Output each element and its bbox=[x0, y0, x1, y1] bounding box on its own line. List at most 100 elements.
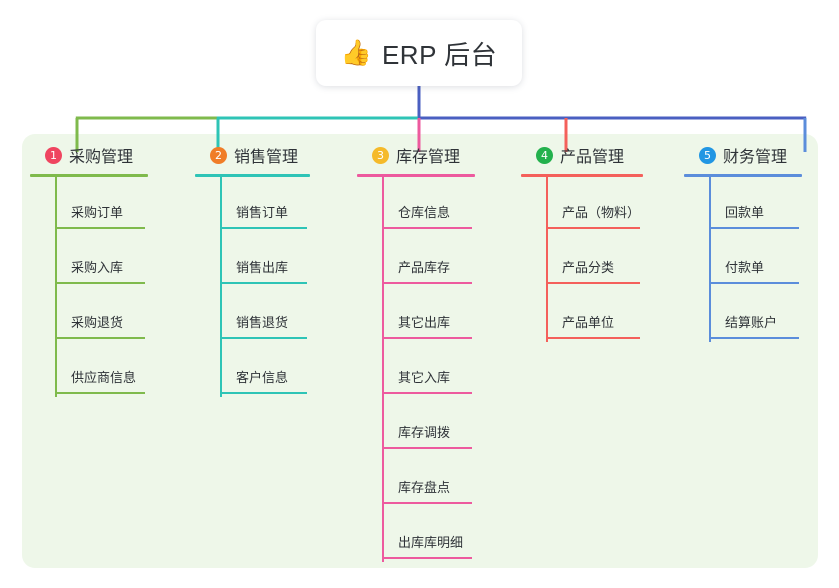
branch-item-label: 客户信息 bbox=[236, 370, 289, 385]
branch-item[interactable]: 销售订单 bbox=[220, 177, 315, 232]
branch-item[interactable]: 产品分类 bbox=[546, 232, 646, 287]
branch-item-rule bbox=[546, 282, 640, 284]
branch-item-label: 采购退货 bbox=[71, 315, 124, 330]
branch-item-label: 回款单 bbox=[725, 205, 765, 220]
branch-item-label: 出库库明细 bbox=[398, 535, 464, 550]
branch-column-3: 3 库存管理仓库信息产品库存其它出库其它入库库存调拨库存盘点出库库明细 bbox=[357, 142, 477, 562]
branch-title: 销售管理 bbox=[234, 149, 299, 166]
branch-column-2: 2 销售管理销售订单销售出库销售退货客户信息 bbox=[195, 142, 315, 397]
branch-item-label: 产品（物料） bbox=[562, 205, 641, 220]
branch-spine bbox=[546, 177, 548, 342]
branch-item-rule bbox=[382, 447, 472, 449]
branch-item-label: 库存盘点 bbox=[398, 480, 451, 495]
branch-item[interactable]: 采购入库 bbox=[55, 232, 150, 287]
branch-item-rule bbox=[55, 227, 145, 229]
branch-title: 产品管理 bbox=[560, 149, 625, 166]
branch-item[interactable]: 其它入库 bbox=[382, 342, 477, 397]
branch-column-4: 4 产品管理产品（物料） 产品分类产品单位 bbox=[521, 142, 646, 342]
branch-item-rule bbox=[382, 392, 472, 394]
branch-item-rule bbox=[382, 337, 472, 339]
branch-title: 财务管理 bbox=[723, 149, 788, 166]
branch-item[interactable]: 库存盘点 bbox=[382, 452, 477, 507]
branch-header-3[interactable]: 3 库存管理 bbox=[357, 142, 477, 168]
branch-item-rule bbox=[709, 227, 799, 229]
branch-item-rule bbox=[220, 392, 307, 394]
branch-items: 仓库信息产品库存其它出库其它入库库存调拨库存盘点出库库明细 bbox=[357, 177, 477, 562]
branch-rule bbox=[521, 174, 643, 177]
branch-item[interactable]: 产品单位 bbox=[546, 287, 646, 342]
branch-item-rule bbox=[546, 227, 640, 229]
branch-item[interactable]: 采购订单 bbox=[55, 177, 150, 232]
branch-column-5: 5 财务管理回款单付款单结算账户 bbox=[684, 142, 802, 342]
branch-rule bbox=[684, 174, 802, 177]
branch-badge: 2 bbox=[210, 146, 227, 164]
branch-column-1: 1 采购管理采购订单采购入库采购退货供应商信息 bbox=[30, 142, 150, 397]
branch-rule bbox=[30, 174, 148, 177]
branch-badge: 3 bbox=[372, 146, 389, 164]
branch-items: 回款单付款单结算账户 bbox=[684, 177, 802, 342]
branch-item-rule bbox=[709, 337, 799, 339]
branch-item-label: 销售退货 bbox=[236, 315, 289, 330]
branch-item-label: 付款单 bbox=[725, 260, 765, 275]
branch-spine bbox=[55, 177, 57, 397]
branch-item[interactable]: 销售退货 bbox=[220, 287, 315, 342]
branch-item-rule bbox=[382, 282, 472, 284]
branch-item[interactable]: 采购退货 bbox=[55, 287, 150, 342]
branch-title: 采购管理 bbox=[69, 149, 134, 166]
branch-spine bbox=[382, 177, 384, 562]
branch-item-label: 产品分类 bbox=[562, 260, 615, 275]
branch-item-label: 采购入库 bbox=[71, 260, 124, 275]
branch-item-rule bbox=[220, 282, 307, 284]
branch-item[interactable]: 付款单 bbox=[709, 232, 802, 287]
branch-badge: 1 bbox=[45, 146, 62, 164]
branch-badge: 5 bbox=[699, 146, 716, 164]
branch-item[interactable]: 销售出库 bbox=[220, 232, 315, 287]
branch-spine bbox=[709, 177, 711, 342]
branch-item-rule bbox=[382, 227, 472, 229]
branch-item-label: 其它入库 bbox=[398, 370, 451, 385]
branch-rule bbox=[357, 174, 475, 177]
branch-item[interactable]: 其它出库 bbox=[382, 287, 477, 342]
branch-item[interactable]: 出库库明细 bbox=[382, 507, 477, 562]
branch-item-rule bbox=[382, 502, 472, 504]
branch-title: 库存管理 bbox=[396, 149, 461, 166]
branch-item-rule bbox=[546, 337, 640, 339]
branch-item-label: 库存调拨 bbox=[398, 425, 451, 440]
branch-item-rule bbox=[55, 392, 145, 394]
branch-item-label: 产品单位 bbox=[562, 315, 615, 330]
branch-item-label: 供应商信息 bbox=[71, 370, 137, 385]
branch-item-rule bbox=[220, 227, 307, 229]
branch-header-1[interactable]: 1 采购管理 bbox=[30, 142, 150, 168]
root-title: ERP 后台 bbox=[381, 39, 498, 70]
branch-items: 销售订单销售出库销售退货客户信息 bbox=[195, 177, 315, 397]
branch-item-label: 其它出库 bbox=[398, 315, 451, 330]
branch-header-4[interactable]: 4 产品管理 bbox=[521, 142, 646, 168]
branch-item-label: 结算账户 bbox=[725, 315, 778, 330]
branch-item[interactable]: 库存调拨 bbox=[382, 397, 477, 452]
branch-item[interactable]: 仓库信息 bbox=[382, 177, 477, 232]
branch-rule bbox=[195, 174, 310, 177]
branch-item[interactable]: 产品库存 bbox=[382, 232, 477, 287]
branch-spine bbox=[220, 177, 222, 397]
branch-item[interactable]: 供应商信息 bbox=[55, 342, 150, 397]
branch-item[interactable]: 回款单 bbox=[709, 177, 802, 232]
thumbs-up-icon: 👍 bbox=[340, 38, 372, 67]
branch-badge: 4 bbox=[536, 146, 553, 164]
branch-item-rule bbox=[55, 282, 145, 284]
branch-item-label: 产品库存 bbox=[398, 260, 451, 275]
branch-header-2[interactable]: 2 销售管理 bbox=[195, 142, 315, 168]
branch-item-rule bbox=[709, 282, 799, 284]
branches-panel bbox=[22, 134, 818, 568]
branch-item-label: 采购订单 bbox=[71, 205, 124, 220]
branch-item[interactable]: 产品（物料） bbox=[546, 177, 646, 232]
branch-items: 产品（物料） 产品分类产品单位 bbox=[521, 177, 646, 342]
branch-item-label: 销售订单 bbox=[236, 205, 289, 220]
branch-item[interactable]: 结算账户 bbox=[709, 287, 802, 342]
branch-item-rule bbox=[382, 557, 472, 559]
branch-item-label: 仓库信息 bbox=[398, 205, 451, 220]
branch-header-5[interactable]: 5 财务管理 bbox=[684, 142, 802, 168]
branch-item[interactable]: 客户信息 bbox=[220, 342, 315, 397]
branch-items: 采购订单采购入库采购退货供应商信息 bbox=[30, 177, 150, 397]
root-node[interactable]: 👍 ERP 后台 bbox=[316, 20, 522, 86]
